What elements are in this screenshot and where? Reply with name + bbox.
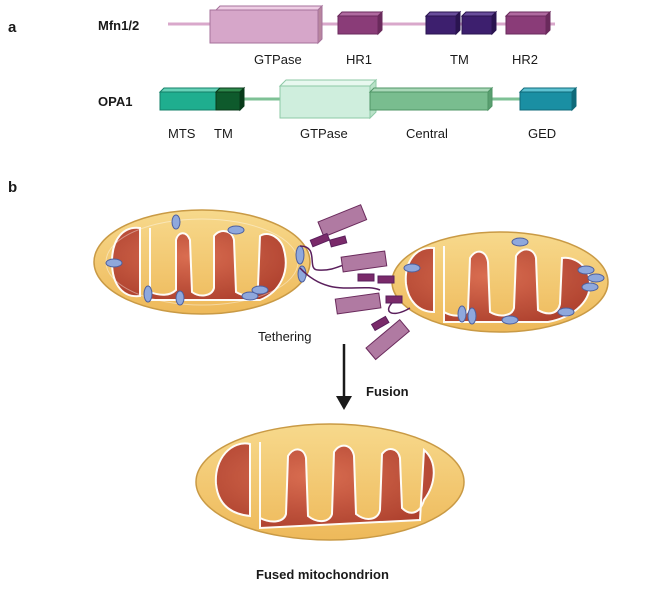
mfn-gtpase-label: GTPase [254, 52, 302, 67]
mfn-tm-domain [424, 10, 498, 36]
mfn-hr1-label: HR1 [346, 52, 372, 67]
mfn-hr2-label: HR2 [512, 52, 538, 67]
mfn-hr2-domain [504, 10, 552, 36]
mfn-hr1-domain [336, 10, 384, 36]
panel-b-label: b [8, 179, 17, 196]
mfn-gtpase-domain [209, 4, 324, 45]
opa1-ged-domain [518, 86, 578, 112]
opa1-central-domain [368, 86, 494, 112]
right-mitochondrion [391, 231, 609, 333]
tethering-label: Tethering [258, 329, 311, 344]
fusion-arrow [336, 344, 352, 410]
mfn-name: Mfn1/2 [98, 18, 139, 33]
opa1-gtpase-label: GTPase [300, 126, 348, 141]
fused-mitochondrion-label: Fused mitochondrion [256, 567, 389, 582]
opa1-mts-label: MTS [168, 126, 196, 141]
opa1-tm-label: TM [214, 126, 233, 141]
opa1-name: OPA1 [98, 94, 132, 109]
opa1-central-label: Central [406, 126, 448, 141]
opa1-row: OPA1 MTS TM [98, 78, 578, 141]
opa1-tm-domain [214, 86, 246, 112]
mfn-tm-label: TM [450, 52, 469, 67]
panel-a-label: a [8, 19, 17, 36]
opa1-gtpase-domain [278, 78, 378, 120]
mfn-row: Mfn1/2 GTPase HR1 [98, 4, 555, 67]
opa1-ged-label: GED [528, 126, 556, 141]
fusion-label: Fusion [366, 384, 409, 399]
fused-mitochondrion [195, 423, 465, 541]
tethering-complexes [299, 204, 411, 361]
left-mitochondrion [93, 209, 311, 315]
opa1-mts-domain [158, 87, 222, 111]
